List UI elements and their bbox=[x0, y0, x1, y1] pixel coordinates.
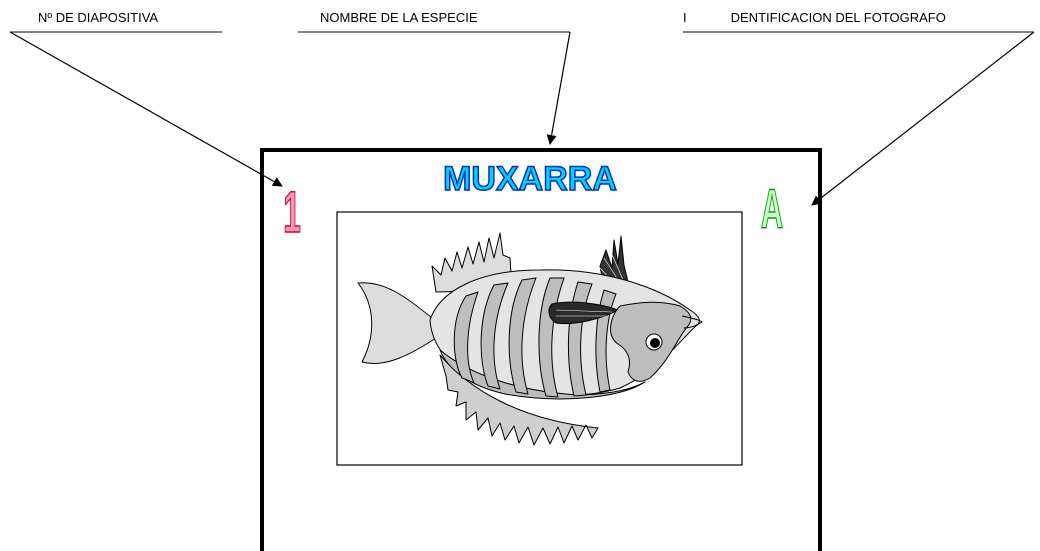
fish-illustration bbox=[357, 232, 703, 446]
label-photographer-id: I DENTIFICACION DEL FOTOGRAFO bbox=[683, 10, 946, 25]
label-slide-number: Nº DE DIAPOSITIVA bbox=[38, 10, 159, 25]
label-species-name: NOMBRE DE LA ESPECIE bbox=[320, 10, 478, 25]
photographer-code-text: A bbox=[761, 177, 783, 240]
species-name-text: MUXARRA bbox=[443, 160, 617, 198]
label-photographer-id-rest: DENTIFICACION DEL FOTOGRAFO bbox=[730, 10, 946, 25]
slide-frame bbox=[260, 148, 822, 551]
label-photographer-id-prefix: I bbox=[683, 10, 687, 25]
arrow-photographer-id bbox=[811, 31, 1035, 206]
arrow-species-name bbox=[546, 31, 571, 145]
arrow-slide-number bbox=[9, 31, 283, 187]
slide-number-text: 1 bbox=[283, 180, 301, 244]
